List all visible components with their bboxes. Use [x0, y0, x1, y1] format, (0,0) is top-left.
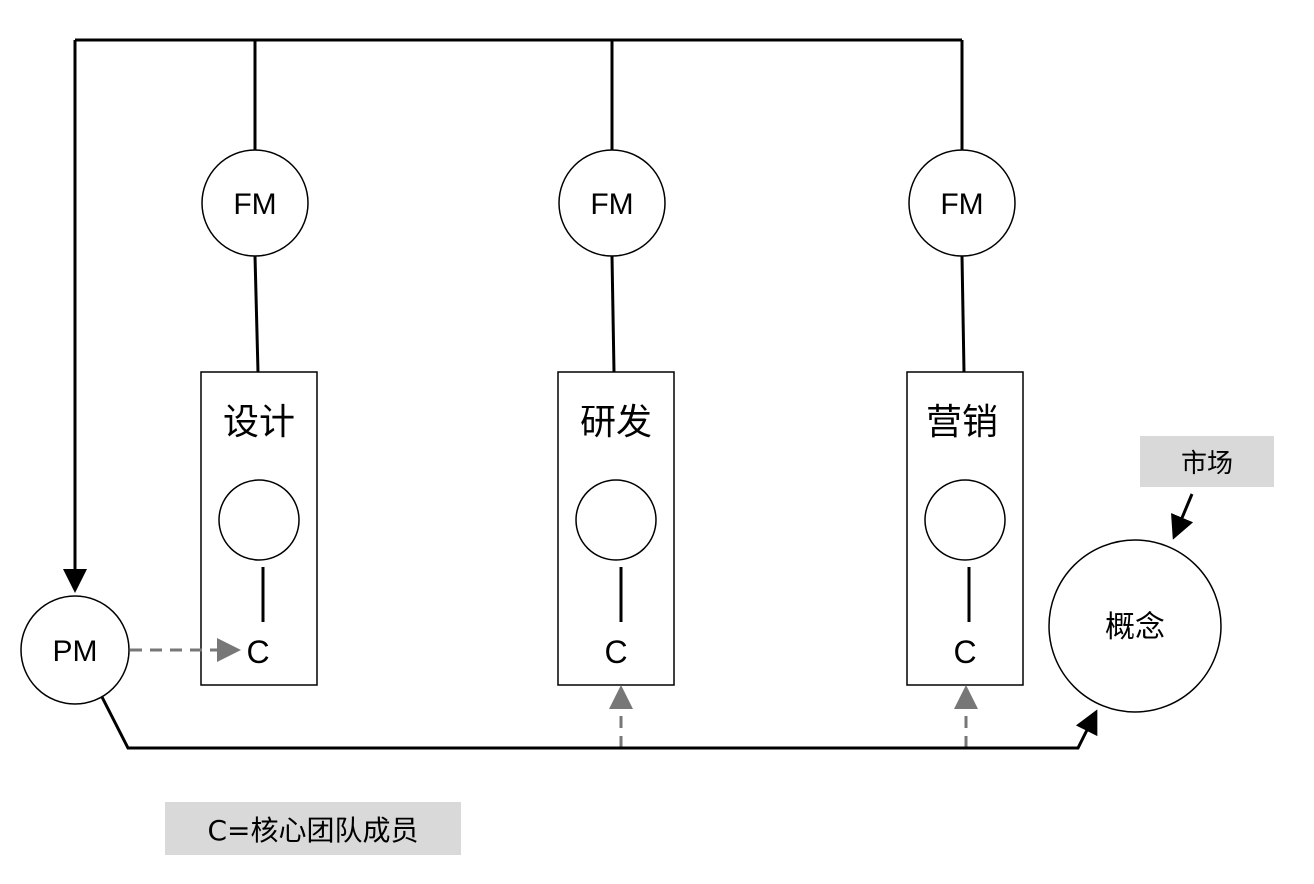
pm-label: PM — [53, 635, 98, 668]
concept-label: 概念 — [1105, 610, 1165, 645]
department-box-rd: 研发 C — [557, 371, 675, 686]
member-circle — [218, 479, 300, 561]
fm-to-marketing-line — [960, 255, 966, 373]
core-member-label: C — [953, 634, 976, 670]
member-circle — [575, 479, 657, 561]
market-tag: 市场 — [1140, 436, 1274, 487]
pm-node: PM — [20, 595, 130, 705]
fm-label: FM — [233, 188, 276, 221]
core-member-label: C — [246, 634, 269, 670]
legend-tag: C=核心团队成员 — [165, 802, 461, 855]
fm-node-design: FM — [201, 149, 309, 257]
fm-node-marketing: FM — [908, 149, 1016, 257]
market-to-concept-arrow — [1171, 493, 1194, 540]
core-member-label: C — [604, 634, 627, 670]
pm-to-concept-line — [100, 696, 1098, 750]
concept-node: 概念 — [1048, 539, 1222, 713]
fm-label: FM — [940, 188, 983, 221]
market-label: 市场 — [1181, 449, 1233, 479]
department-label: 营销 — [926, 402, 998, 443]
department-label: 设计 — [223, 402, 295, 443]
fm-node-rd: FM — [558, 149, 666, 257]
member-circle — [924, 479, 1006, 561]
department-label: 研发 — [580, 402, 652, 443]
legend-label: C=核心团队成员 — [207, 814, 418, 847]
fm-label: FM — [590, 188, 633, 221]
fm-to-design-line — [253, 255, 260, 373]
fm-to-rd-line — [610, 255, 616, 373]
department-box-design: 设计 C — [200, 371, 318, 686]
department-box-marketing: 营销 C — [906, 371, 1024, 686]
top-connector-line — [75, 38, 962, 590]
